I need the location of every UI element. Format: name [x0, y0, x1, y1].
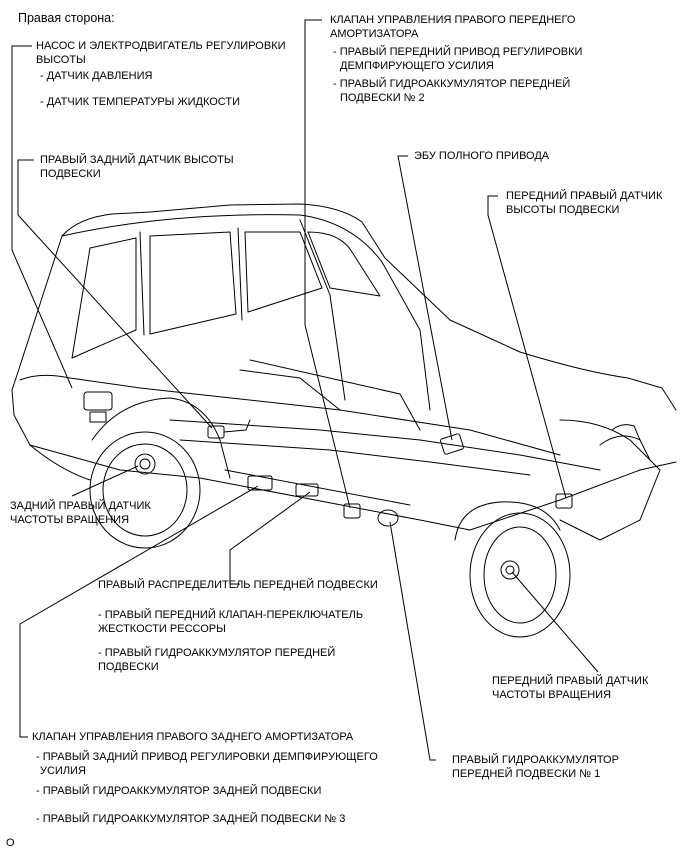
vehicle-body-outline	[17, 203, 677, 411]
leader-pump	[11, 45, 73, 389]
side-windows	[71, 237, 137, 359]
rear-shock-valve-sub2: - ПРАВЫЙ ГИДРОАККУМУЛЯТОР ЗАДНЕЙ ПОДВЕСК…	[36, 785, 322, 797]
page-heading: Правая сторона:	[18, 11, 115, 25]
pump-label-line1: НАСОС И ЭЛЕКТРОДВИГАТЕЛЬ РЕГУЛИРОВКИ	[36, 40, 286, 52]
leader-front-speed	[511, 571, 599, 673]
distributor-sub2a: - ПРАВЫЙ ГИДРОАККУМУЛЯТОР ПЕРЕДНЕЙ	[98, 647, 336, 659]
front-shock-valve-sub1b: ДЕМПФИРУЮЩЕГО УСИЛИЯ	[340, 60, 494, 72]
front-accumulator-line2: ПЕРЕДНЕЙ ПОДВЕСКИ № 1	[452, 768, 601, 780]
front-shock-valve-sub1a: - ПРАВЫЙ ПЕРЕДНИЙ ПРИВОД РЕГУЛИРОВКИ	[333, 46, 583, 58]
front-shock-valve-sub2b: ПОДВЕСКИ № 2	[340, 92, 425, 104]
rear-shock-valve-sub1b: УСИЛИЯ	[40, 765, 86, 777]
leader-front-accumulator	[389, 521, 436, 761]
leader-rear-height	[17, 159, 213, 429]
pump-sub-temperature: - ДАТЧИК ТЕМПЕРАТУРЫ ЖИДКОСТИ	[40, 96, 241, 108]
leader-lines	[11, 19, 599, 761]
front-accumulator-line1: ПРАВЫЙ ГИДРОАККУМУЛЯТОР	[452, 754, 619, 766]
pump-label-line2: ВЫСОТЫ	[36, 54, 86, 66]
rear-speed-sensor-line1: ЗАДНИЙ ПРАВЫЙ ДАТЧИК	[10, 500, 151, 512]
front-shock-valve-sub2a: - ПРАВЫЙ ГИДРОАККУМУЛЯТОР ПЕРЕДНЕЙ	[333, 78, 571, 90]
frame-rail	[169, 419, 601, 471]
leader-awd-ecu	[397, 155, 453, 441]
distributor-line1: ПРАВЫЙ РАСПРЕДЕЛИТЕЛЬ ПЕРЕДНЕЙ ПОДВЕСКИ	[98, 579, 378, 591]
pump-sub-pressure: - ДАТЧИК ДАВЛЕНИЯ	[40, 70, 153, 82]
distributor-component	[247, 475, 273, 491]
front-speed-sensor-line1: ПЕРЕДНИЙ ПРАВЫЙ ДАТЧИК	[492, 675, 649, 687]
leader-rear-speed	[71, 465, 139, 497]
front-shock-valve-line1: КЛАПАН УПРАВЛЕНИЯ ПРАВОГО ПЕРЕДНЕГО	[330, 14, 576, 26]
rear-wheel	[89, 431, 201, 549]
rear-shock-valve-line1: КЛАПАН УПРАВЛЕНИЯ ПРАВОГО ЗАДНЕГО АМОРТИ…	[32, 731, 354, 743]
accumulator-component	[377, 509, 399, 527]
leader-distributor	[229, 491, 311, 585]
distributor-sub1b: ЖЕСТКОСТИ РЕССОРЫ	[98, 623, 226, 635]
distributor-sub2b: ПОДВЕСКИ	[98, 661, 159, 673]
pump-component	[83, 391, 113, 411]
front-wheel	[469, 512, 571, 638]
distributor-sub1a: - ПРАВЫЙ ПЕРЕДНИЙ КЛАПАН-ПЕРЕКЛЮЧАТЕЛЬ	[98, 609, 364, 621]
front-shock-valve-component	[343, 503, 361, 519]
rear-shock-valve-sub1a: - ПРАВЫЙ ЗАДНИЙ ПРИВОД РЕГУЛИРОВКИ ДЕМПФ…	[36, 751, 378, 763]
awd-ecu-label: ЭБУ ПОЛНОГО ПРИВОДА	[414, 150, 550, 162]
awd-ecu-component	[440, 433, 464, 455]
leader-front-shock-valve	[304, 19, 351, 509]
rear-shock-valve-sub3: - ПРАВЫЙ ГИДРОАККУМУЛЯТОР ЗАДНЕЙ ПОДВЕСК…	[36, 813, 346, 825]
front-shock-valve-line2: АМОРТИЗАТОРА	[330, 28, 419, 40]
rear-height-sensor-line2: ПОДВЕСКИ	[40, 168, 101, 180]
front-speed-sensor-line2: ЧАСТОТЫ ВРАЩЕНИЯ	[492, 689, 612, 701]
front-height-sensor-line2: ВЫСОТЫ ПОДВЕСКИ	[506, 204, 620, 216]
rear-speed-sensor-line2: ЧАСТОТЫ ВРАЩЕНИЯ	[10, 514, 130, 526]
leader-front-height	[487, 195, 567, 499]
figure-code: O	[6, 837, 15, 849]
front-height-sensor-line1: ПЕРЕДНИЙ ПРАВЫЙ ДАТЧИК	[506, 190, 663, 202]
leader-rear-shock-valve	[19, 485, 259, 738]
front-height-sensor-component	[555, 493, 573, 509]
rear-height-sensor-line1: ПРАВЫЙ ЗАДНИЙ ДАТЧИК ВЫСОТЫ	[40, 154, 234, 166]
vehicle-lower-body	[29, 444, 677, 531]
